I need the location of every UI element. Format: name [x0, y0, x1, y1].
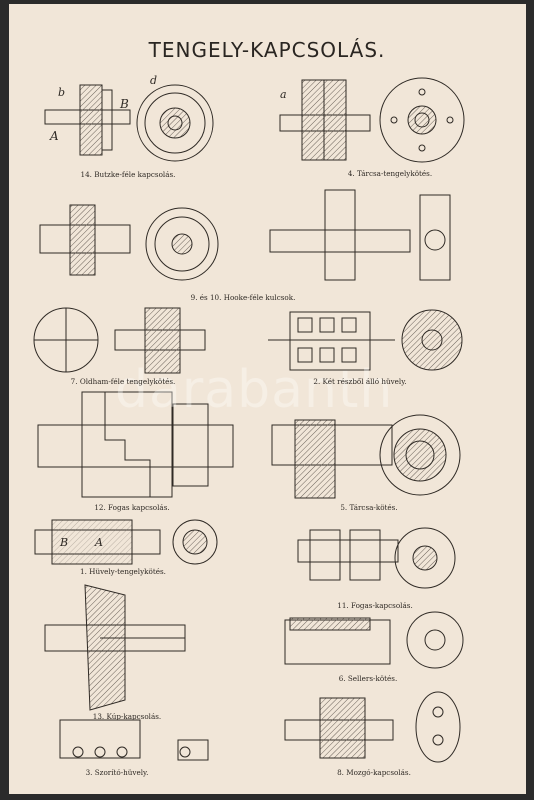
figure-sleeve-shaft-coupling: B A — [34, 519, 218, 565]
figure-sellers-coupling — [284, 611, 464, 669]
label-a: a — [280, 88, 287, 101]
caption-fig8: 8. Mozgó-kapcsolás. — [337, 768, 411, 777]
figure-hooke-joints — [39, 189, 451, 281]
caption-fig12: 12. Fogas kapcsolás. — [94, 503, 170, 512]
caption-fig11: 11. Fogas-kapcsolás. — [337, 601, 413, 610]
svg-text:B: B — [59, 536, 68, 549]
label-b: b — [58, 86, 65, 99]
figure-cone-coupling — [44, 584, 186, 711]
figure-disc-shaft-coupling: a — [279, 77, 465, 163]
figure-claw-coupling — [297, 527, 456, 589]
caption-fig4: 4. Tárcsa-tengelykötés. — [347, 169, 433, 178]
figure-clamp-sleeve — [59, 719, 209, 761]
label-d: d — [150, 74, 157, 87]
figure-two-part-sleeve — [268, 309, 463, 371]
figure-disc-coupling — [271, 414, 461, 499]
caption-fig6: 6. Sellers-kötés. — [338, 674, 398, 683]
label-A: A — [49, 129, 59, 143]
label-B: B — [119, 97, 129, 111]
caption-fig2: 2. Két részből álló hüvely. — [313, 377, 407, 386]
caption-fig1: 1. Hüvely-tengelykötés. — [80, 567, 166, 576]
caption-fig5: 5. Tárcsa-kötés. — [340, 503, 398, 512]
figure-sliding-coupling — [284, 691, 461, 763]
watermark: darabanth — [115, 360, 394, 420]
caption-fig14: 14. Butzke-féle kapcsolás. — [80, 170, 176, 179]
caption-fig3: 3. Szorító-hüvely. — [85, 768, 149, 777]
caption-fig9-10: 9. és 10. Hooke-féle kulcsok. — [190, 293, 296, 302]
caption-fig13: 13. Kúp-kapcsolás. — [92, 712, 162, 721]
caption-fig7: 7. Oldham-féle tengelykötés. — [70, 377, 176, 386]
figure-toothed-coupling — [37, 391, 234, 498]
svg-text:A: A — [94, 536, 103, 549]
page-title: TENGELY-KAPCSOLÁS. — [148, 38, 386, 62]
figure-oldham-coupling — [33, 307, 206, 374]
figure-butzke-coupling: b A B d — [44, 74, 214, 162]
